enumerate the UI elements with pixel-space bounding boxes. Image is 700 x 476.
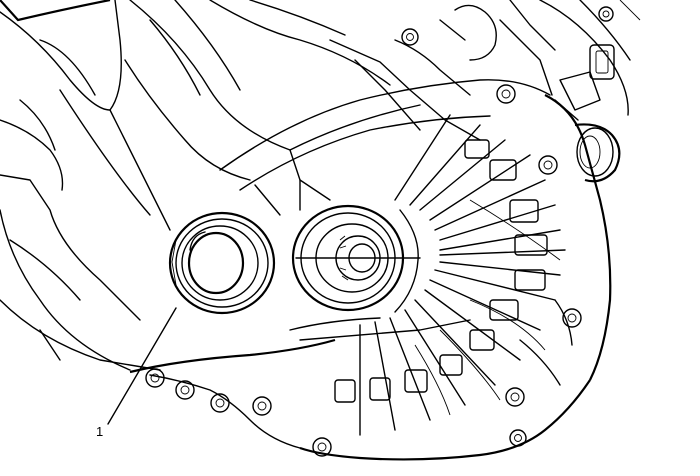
callout-leader-1 bbox=[107, 307, 177, 425]
case-bolts bbox=[145, 6, 614, 457]
output-shaft-right bbox=[254, 149, 421, 313]
output-shaft-seal-left bbox=[168, 211, 276, 315]
cover-ribs bbox=[289, 114, 566, 436]
bell-housing bbox=[0, 0, 391, 371]
case-body bbox=[129, 39, 612, 461]
callout-label-1: 1 bbox=[96, 424, 104, 439]
upper-components bbox=[439, 0, 641, 183]
